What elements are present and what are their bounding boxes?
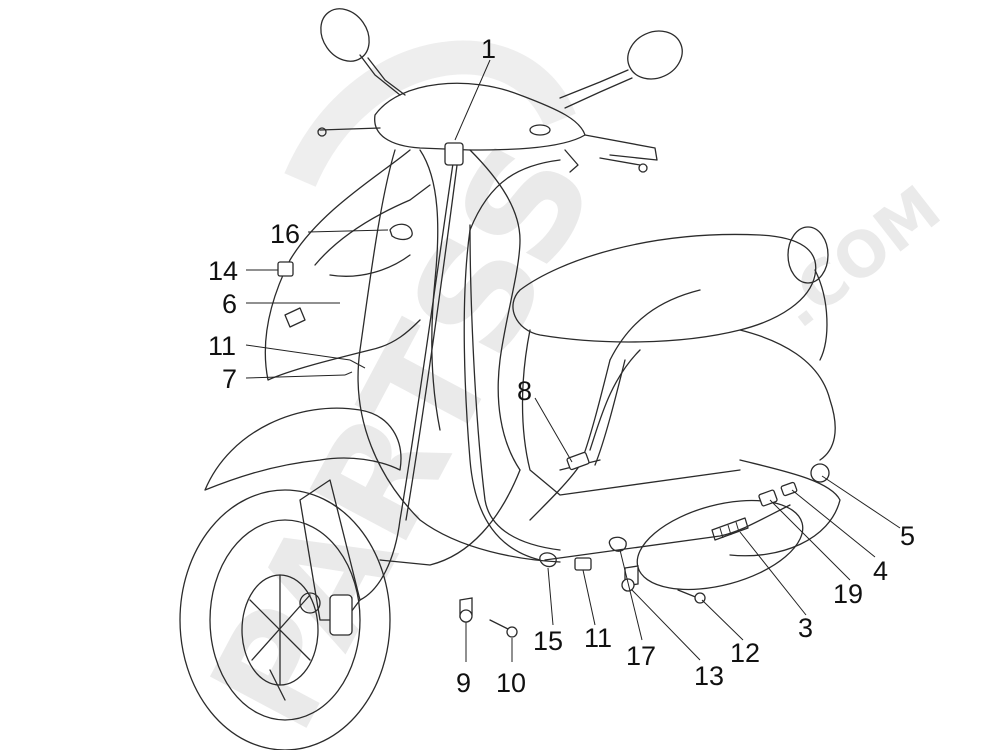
- callout-11b: 11: [584, 623, 612, 653]
- callout-5: 5: [900, 521, 915, 551]
- callout-3: 3: [798, 613, 813, 643]
- right-mirror: [627, 30, 683, 80]
- callout-17: 17: [626, 641, 656, 671]
- cable-connector: [444, 142, 464, 166]
- callout-14: 14: [208, 256, 238, 286]
- scooter-drawing: [179, 8, 841, 750]
- callout-12: 12: [730, 638, 760, 668]
- callout-8: 8: [517, 376, 532, 406]
- callout-labels: 1 16 14 6 11 7 8 5 4 19 3 12 13 17 11 15…: [208, 34, 915, 698]
- watermark-suffix: .COM: [764, 171, 954, 341]
- leader-lines: [245, 59, 901, 662]
- callout-13: 13: [694, 661, 724, 691]
- cables: [357, 142, 791, 601]
- part-19-sleeve: [758, 489, 778, 507]
- tail-light: [787, 226, 829, 284]
- part-15-band: [539, 552, 557, 568]
- callout-1: 1: [481, 34, 496, 64]
- seat: [512, 233, 817, 343]
- leg-shield: [264, 149, 421, 381]
- part-4-adjuster: [780, 481, 798, 497]
- part-3-spring: [711, 517, 749, 541]
- part-17-band: [608, 536, 627, 552]
- left-mirror: [320, 8, 370, 62]
- callout-16: 16: [270, 219, 300, 249]
- callout-9: 9: [456, 668, 471, 698]
- part-14-clip: [277, 261, 294, 277]
- part-11-clip: [574, 557, 592, 571]
- rear-brake-cable: [463, 159, 561, 561]
- choke-cable: [529, 359, 611, 521]
- front-fender: [204, 407, 402, 491]
- callout-10: 10: [496, 668, 526, 698]
- small-parts: [277, 223, 830, 638]
- watermark: PARTSS .COM: [178, 40, 954, 750]
- callout-11: 11: [208, 331, 236, 361]
- front-brake-cable: [357, 149, 561, 563]
- callout-6: 6: [222, 289, 237, 319]
- part-10-screw: [489, 619, 511, 631]
- part-16-clip: [389, 223, 413, 241]
- part-7-screw: [344, 359, 366, 376]
- callout-19: 19: [833, 579, 863, 609]
- right-grip: [584, 134, 658, 161]
- speedometer-cable: [359, 149, 456, 601]
- callout-15: 15: [533, 626, 563, 656]
- callout-7: 7: [222, 364, 237, 394]
- callout-4: 4: [873, 556, 888, 586]
- front-tire: [179, 489, 391, 750]
- throttle-cable: [544, 504, 791, 561]
